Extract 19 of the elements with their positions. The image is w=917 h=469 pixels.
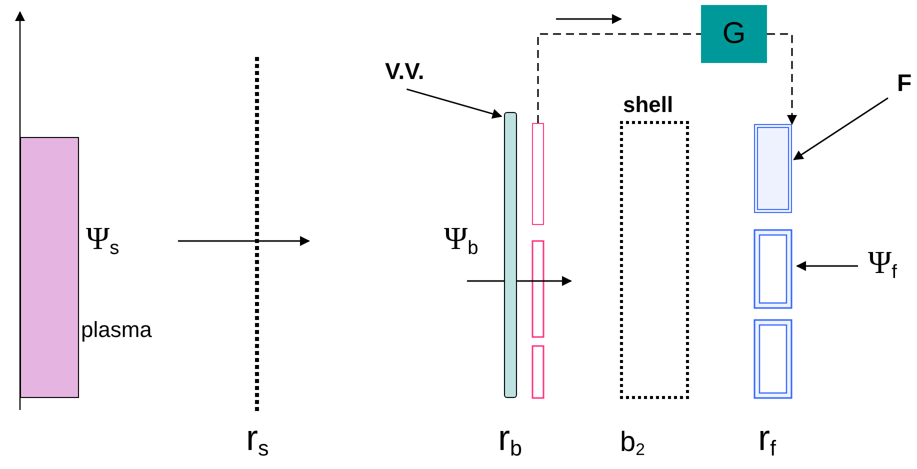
dashed-connector xyxy=(767,33,797,125)
flux-label: Ψ$_{s}$ xyxy=(86,222,120,258)
generator-box: G xyxy=(701,5,767,63)
radius-label: r$_{s}$ xyxy=(246,420,269,459)
shell-label: shell xyxy=(623,94,674,116)
leader-arrow xyxy=(793,97,888,160)
dashed-connector xyxy=(537,33,701,123)
vacuum-vessel-bar xyxy=(504,112,517,398)
leader-arrow xyxy=(406,88,502,119)
plasma-label: plasma xyxy=(81,319,152,341)
flux-label: Ψ$_{f}$ xyxy=(868,246,897,282)
coil-segment xyxy=(754,124,792,213)
flux-label: Ψ$_{b}$ xyxy=(444,222,478,258)
coil-label: F xyxy=(897,70,917,98)
radius-label: r$_{b}$ xyxy=(498,420,522,459)
vessel-label: V.V. xyxy=(385,58,447,84)
coil-segment xyxy=(532,123,544,225)
radius-label: r$_{f}$ xyxy=(758,420,776,459)
radius-label: b$_{2}$ xyxy=(620,428,645,459)
